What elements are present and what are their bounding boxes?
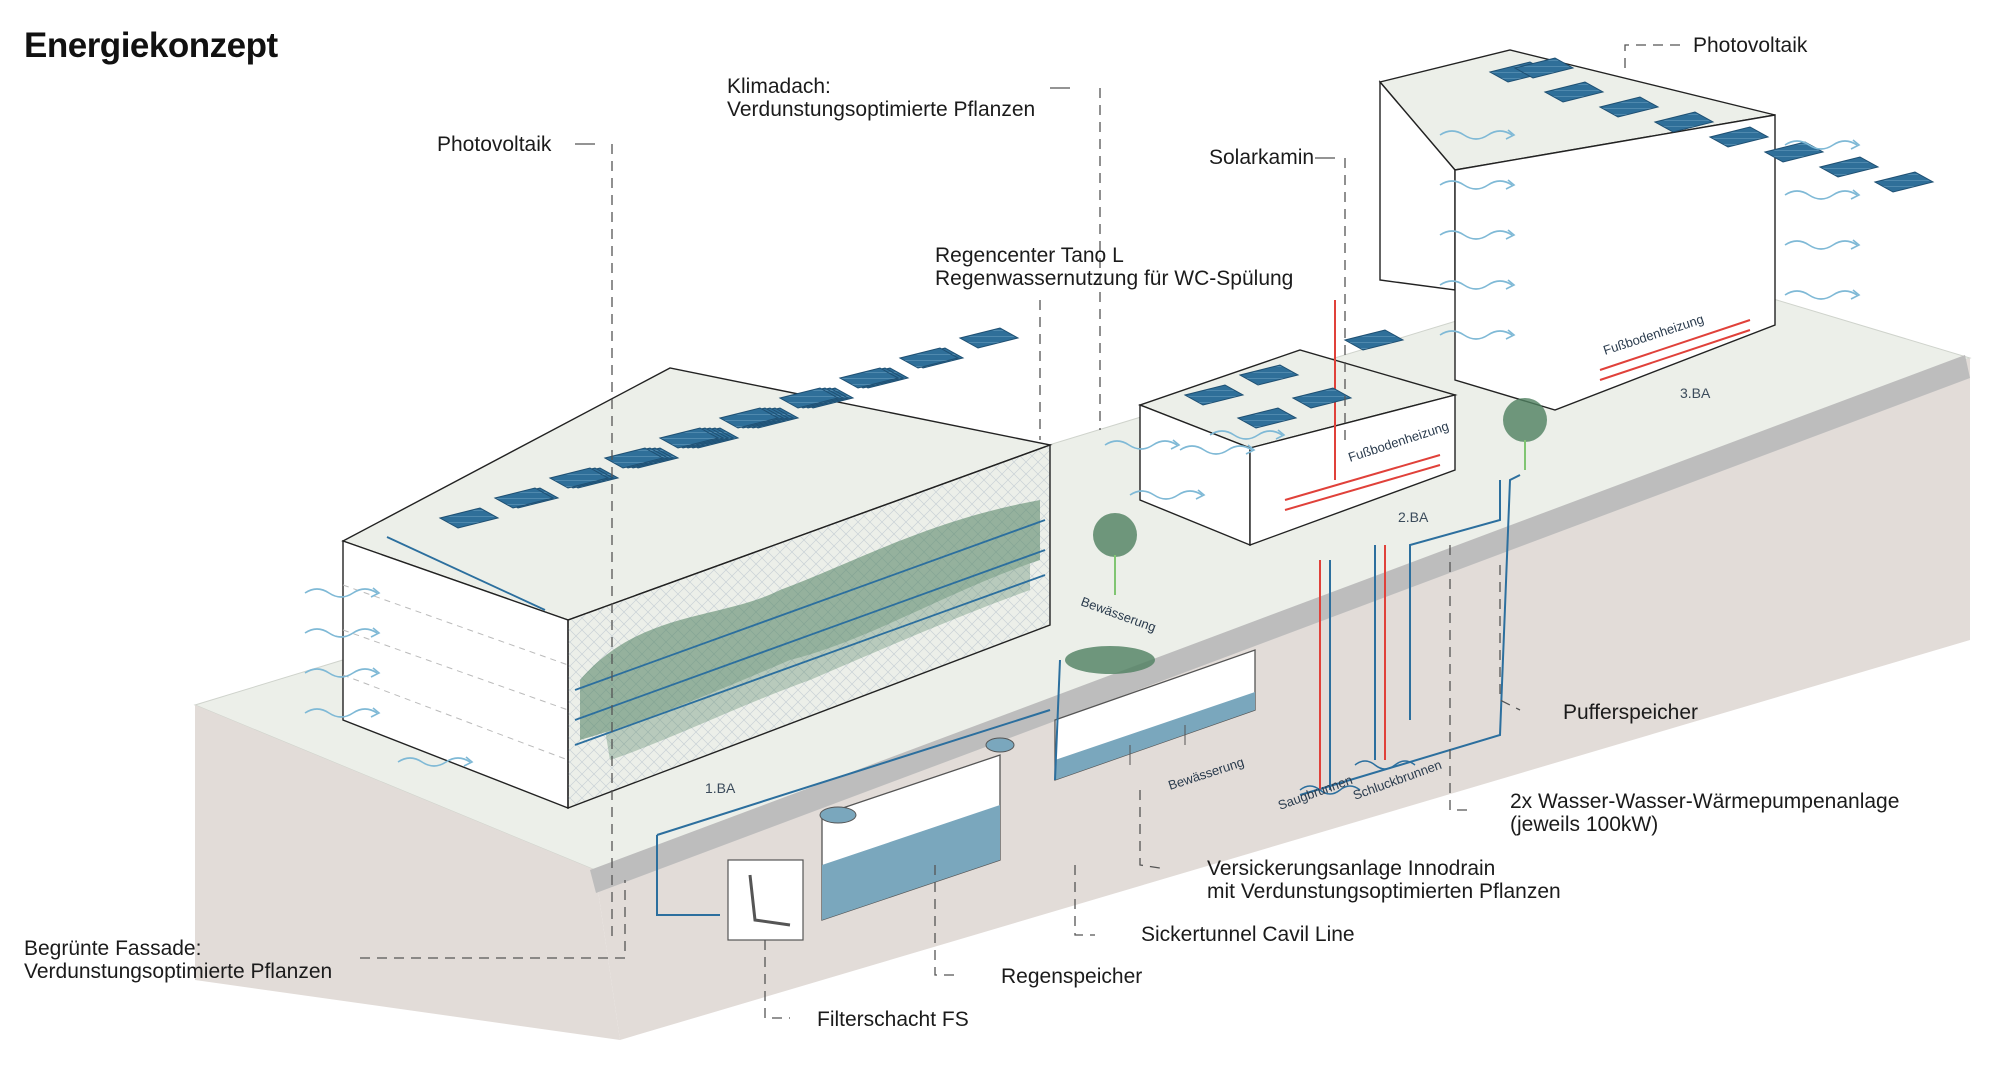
solar-panel: [1598, 96, 1660, 118]
label-fassade-line1: Begrünte Fassade:: [24, 937, 202, 960]
air-flow-arrowhead: [463, 756, 474, 767]
solar-panel: [438, 507, 500, 529]
label-solarkamin: Solarkamin: [1209, 146, 1315, 169]
label-waermepumpe-line1: 2x Wasser-Wasser-Wärmepumpenanlage: [1510, 790, 1900, 813]
label-regenspeicher: Regenspeicher: [1001, 965, 1143, 988]
air-flow-arrowhead: [370, 707, 381, 718]
solar-panel: [1291, 387, 1353, 409]
air-flow-arrowhead: [370, 587, 381, 598]
solar-panels: [438, 57, 1935, 529]
air-flow-arrow: [1439, 330, 1513, 340]
solar-panel: [1343, 329, 1405, 351]
air-flow-arrowhead: [1275, 429, 1286, 440]
solar-panel: [1238, 364, 1300, 386]
building-2ba: [1137, 300, 1458, 547]
air-flow-arrowhead: [1505, 279, 1516, 290]
label-regencenter-line2: Regenwassernutzung für WC-Spülung: [935, 267, 1294, 290]
solar-panel: [548, 467, 610, 489]
building-3ba: [1378, 49, 1776, 411]
slab-front-soil: [195, 705, 620, 1040]
air-flow-arrowhead: [1850, 289, 1861, 300]
solar-panel: [1818, 156, 1880, 178]
label-1ba: 1.BA: [705, 780, 736, 796]
label-versickerung-line2: mit Verdunstungsoptimierten Pflanzen: [1207, 880, 1561, 903]
regenspeicher-tank: [819, 737, 1015, 921]
solar-panel: [1763, 141, 1825, 163]
solar-panel: [898, 347, 960, 369]
air-flow-arrow: [1439, 230, 1513, 240]
water-pipes: [656, 474, 1521, 916]
air-flow: [304, 129, 1861, 767]
air-flow-arrow: [1784, 140, 1858, 150]
label-3ba: 3.BA: [1680, 385, 1711, 401]
label-fassade-line2: Verdunstungsoptimierte Pflanzen: [24, 960, 333, 983]
label-filterschacht: Filterschacht FS: [817, 1008, 969, 1031]
label-photovoltaik-left: Photovoltaik: [437, 133, 552, 156]
label-sickertunnel: Sickertunnel Cavil Line: [1141, 923, 1355, 946]
solar-panel: [838, 367, 900, 389]
facade-water-lines: [386, 519, 1046, 746]
air-flow-arrowhead: [1170, 439, 1181, 450]
air-flow-arrow: [1129, 490, 1203, 500]
solar-panel: [603, 447, 665, 469]
air-flow-arrowhead: [1505, 179, 1516, 190]
trees: [1065, 398, 1547, 674]
air-flow-arrow: [304, 588, 378, 598]
air-flow-arrow: [1209, 430, 1283, 440]
air-flow-arrow: [304, 668, 378, 678]
solar-panel: [1183, 384, 1245, 406]
label-waermepumpe: 2x Wasser-Wasser-Wärmepumpenanlage (jewe…: [1510, 790, 1899, 836]
solar-panel: [958, 327, 1020, 349]
solar-panel: [1236, 407, 1298, 429]
page-title: Energiekonzept: [24, 26, 278, 65]
solar-panel: [718, 407, 780, 429]
solar-panel: [1543, 81, 1605, 103]
solar-panel: [1653, 111, 1715, 133]
solar-panel: [1873, 171, 1935, 193]
air-flow-arrow: [1179, 445, 1253, 455]
air-flow-arrow: [1784, 240, 1858, 250]
label-versickerung: Versickerungsanlage Innodrain mit Verdun…: [1207, 857, 1561, 903]
air-flow-arrowhead: [370, 667, 381, 678]
air-flow-arrow: [1784, 190, 1858, 200]
label-photovoltaik-right: Photovoltaik: [1693, 34, 1808, 57]
air-flow-arrow: [397, 757, 471, 767]
air-flow-arrowhead: [1505, 229, 1516, 240]
label-klimadach-line1: Klimadach:: [727, 75, 831, 98]
air-flow-arrow: [304, 628, 378, 638]
air-flow-arrow: [1439, 180, 1513, 190]
label-waermepumpe-line2: (jeweils 100kW): [1510, 813, 1659, 836]
air-flow-arrow: [304, 708, 378, 718]
air-flow-arrow: [1104, 440, 1178, 450]
label-fassade: Begrünte Fassade: Verdunstungsoptimierte…: [24, 937, 332, 983]
air-flow-arrowhead: [1195, 489, 1206, 500]
leader-lines: [360, 44, 1680, 1019]
solar-panel: [778, 387, 840, 409]
air-flow-arrowhead: [1245, 444, 1256, 455]
label-klimadach: Klimadach: Verdunstungsoptimierte Pflanz…: [727, 75, 1035, 121]
air-flow-arrow: [1439, 280, 1513, 290]
label-klimadach-line2: Verdunstungsoptimierte Pflanzen: [727, 98, 1036, 121]
air-flow-arrow: [1784, 290, 1858, 300]
air-flow-arrowhead: [1505, 129, 1516, 140]
air-flow-arrowhead: [1850, 139, 1861, 150]
air-flow-arrowhead: [1505, 329, 1516, 340]
label-2ba: 2.BA: [1398, 509, 1429, 525]
label-regencenter: Regencenter Tano L Regenwassernutzung fü…: [935, 244, 1293, 290]
filterschacht: [727, 859, 804, 941]
air-flow-arrowhead: [1850, 239, 1861, 250]
label-pufferspeicher: Pufferspeicher: [1563, 701, 1699, 724]
slab-grey-band: [590, 355, 1970, 893]
label-regencenter-line1: Regencenter Tano L: [935, 244, 1124, 267]
brunnen: [1299, 545, 1416, 795]
air-flow-arrow: [1439, 130, 1513, 140]
label-versickerung-line1: Versickerungsanlage Innodrain: [1207, 857, 1496, 880]
solar-panel: [1513, 57, 1575, 79]
air-flow-arrowhead: [1850, 189, 1861, 200]
air-flow-arrowhead: [370, 627, 381, 638]
solar-panel: [1708, 126, 1770, 148]
solar-panel: [493, 487, 555, 509]
solar-panel: [658, 427, 720, 449]
